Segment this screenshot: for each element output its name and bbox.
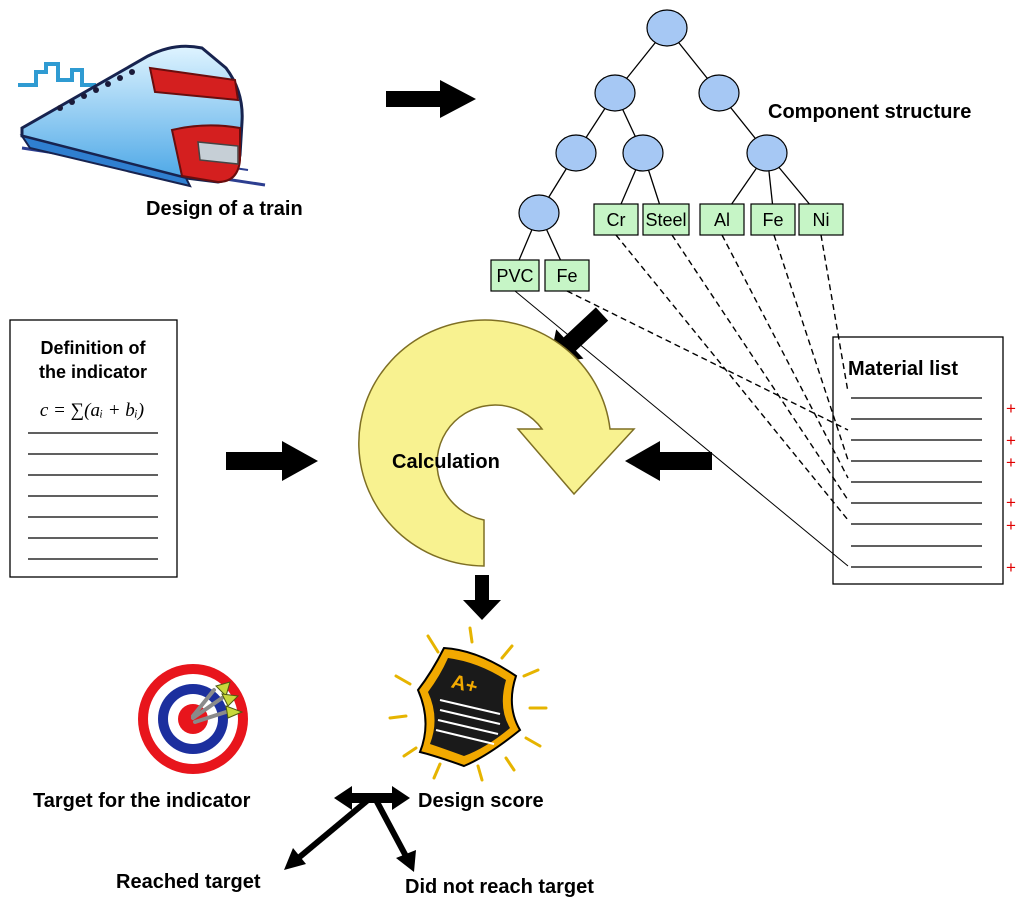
- material-box-pvc: PVC: [490, 259, 540, 292]
- material-marker: +: [1006, 493, 1016, 512]
- material-label-steel: Steel: [645, 210, 686, 230]
- target-icon: [138, 664, 248, 774]
- material-label-fe: Fe: [762, 210, 783, 230]
- indicator-definition-document: [9, 319, 178, 578]
- score-paper-icon: A+: [388, 626, 548, 782]
- tree-node: [746, 134, 788, 172]
- indicator-formula: c = ∑(aᵢ + bᵢ): [40, 400, 144, 421]
- material-box-fe-left: Fe: [544, 259, 590, 292]
- tree-node: [698, 74, 740, 112]
- material-box-ni: Ni: [798, 203, 844, 236]
- material-label-al: Al: [714, 210, 730, 230]
- definition-lines: [28, 432, 158, 560]
- definition-title-line1: Definition of: [41, 338, 147, 358]
- component-tree-nodes: [518, 9, 788, 232]
- design-score-label: Design score: [418, 790, 544, 812]
- outcome-arrows: [284, 797, 416, 872]
- reached-target-label: Reached target: [116, 871, 261, 893]
- material-label-cr: Cr: [607, 210, 626, 230]
- target-label: Target for the indicator: [33, 790, 251, 812]
- arrow-definition-to-calculation: [226, 441, 318, 481]
- material-label-fe: Fe: [556, 266, 577, 286]
- material-box-cr: Cr: [593, 203, 639, 236]
- material-box-fe-right: Fe: [750, 203, 796, 236]
- arrow-calculation-to-score: [463, 575, 501, 620]
- tree-node: [594, 74, 636, 112]
- tree-node-root: [646, 9, 688, 47]
- calculation-label: Calculation: [392, 451, 500, 473]
- material-label-pvc: PVC: [496, 266, 533, 286]
- arrow-list-to-calculation: [625, 441, 712, 481]
- calculation-cycle-arrow: [358, 319, 636, 567]
- material-marker: +: [1006, 516, 1016, 535]
- material-list-title: Material list: [848, 358, 958, 380]
- train-icon: [18, 44, 266, 188]
- material-box-steel: Steel: [642, 203, 690, 236]
- material-marker: +: [1006, 399, 1016, 418]
- tree-node: [555, 134, 597, 172]
- tree-node: [622, 134, 664, 172]
- material-marker: +: [1006, 453, 1016, 472]
- definition-title-line2: the indicator: [39, 362, 147, 382]
- train-label: Design of a train: [146, 198, 303, 220]
- did-not-reach-target-label: Did not reach target: [405, 876, 594, 897]
- comparison-double-arrow: [334, 786, 410, 810]
- arrow-train-to-structure: [386, 80, 476, 118]
- material-links: [566, 234, 849, 521]
- material-marker: +: [1006, 558, 1016, 577]
- material-list-markers: + + + + + +: [1006, 399, 1016, 577]
- material-label-ni: Ni: [813, 210, 830, 230]
- material-marker: +: [1006, 431, 1016, 450]
- tree-node: [518, 194, 560, 232]
- material-list-lines: [851, 397, 982, 568]
- component-structure-label: Component structure: [768, 101, 971, 123]
- material-box-al: Al: [699, 203, 745, 236]
